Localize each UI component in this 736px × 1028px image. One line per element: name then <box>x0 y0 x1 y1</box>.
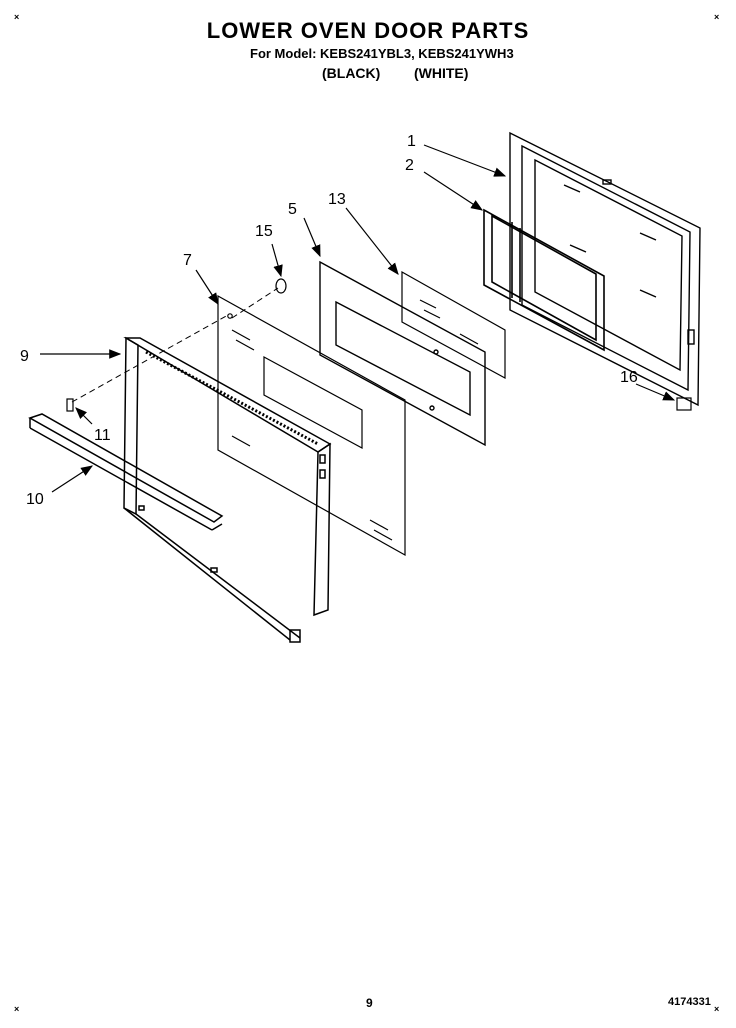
callout-13: 13 <box>328 191 346 208</box>
page-title: LOWER OVEN DOOR PARTS <box>206 18 530 43</box>
color-black-label: (BLACK) <box>322 65 381 81</box>
callout-7: 7 <box>183 252 192 269</box>
assembly-dashed-lines <box>71 287 279 403</box>
outer-door-frame-9 <box>123 336 332 643</box>
door-spacer-frame <box>483 208 605 352</box>
callout-leaders <box>40 144 676 493</box>
callout-15: 15 <box>255 223 273 240</box>
door-panel-5 <box>319 260 486 447</box>
color-white-label: (WHITE) <box>414 65 469 81</box>
glass-pane-7 <box>217 294 406 557</box>
inner-door-panel <box>509 131 701 407</box>
callout-11: 11 <box>94 427 111 444</box>
document-number: 4174331 <box>668 996 711 1008</box>
callout-5: 5 <box>288 201 297 218</box>
outer-glass-13 <box>401 270 506 380</box>
corner-mark-top-left: × <box>14 12 20 22</box>
door-trim-10 <box>28 413 224 531</box>
clip-16 <box>676 397 692 411</box>
callout-9: 9 <box>20 348 29 365</box>
page-number: 9 <box>366 996 373 1010</box>
callout-16: 16 <box>620 369 638 386</box>
corner-mark-bottom-right: × <box>714 1004 720 1014</box>
model-subtitle: For Model: KEBS241YBL3, KEBS241YWH3 <box>250 46 514 61</box>
corner-mark-bottom-left: × <box>14 1004 20 1014</box>
corner-mark-top-right: × <box>714 12 720 22</box>
callout-10: 10 <box>26 491 44 508</box>
callout-1: 1 <box>407 133 416 150</box>
fastener-11 <box>66 398 74 412</box>
callout-2: 2 <box>405 157 414 174</box>
clip-15 <box>275 278 287 294</box>
